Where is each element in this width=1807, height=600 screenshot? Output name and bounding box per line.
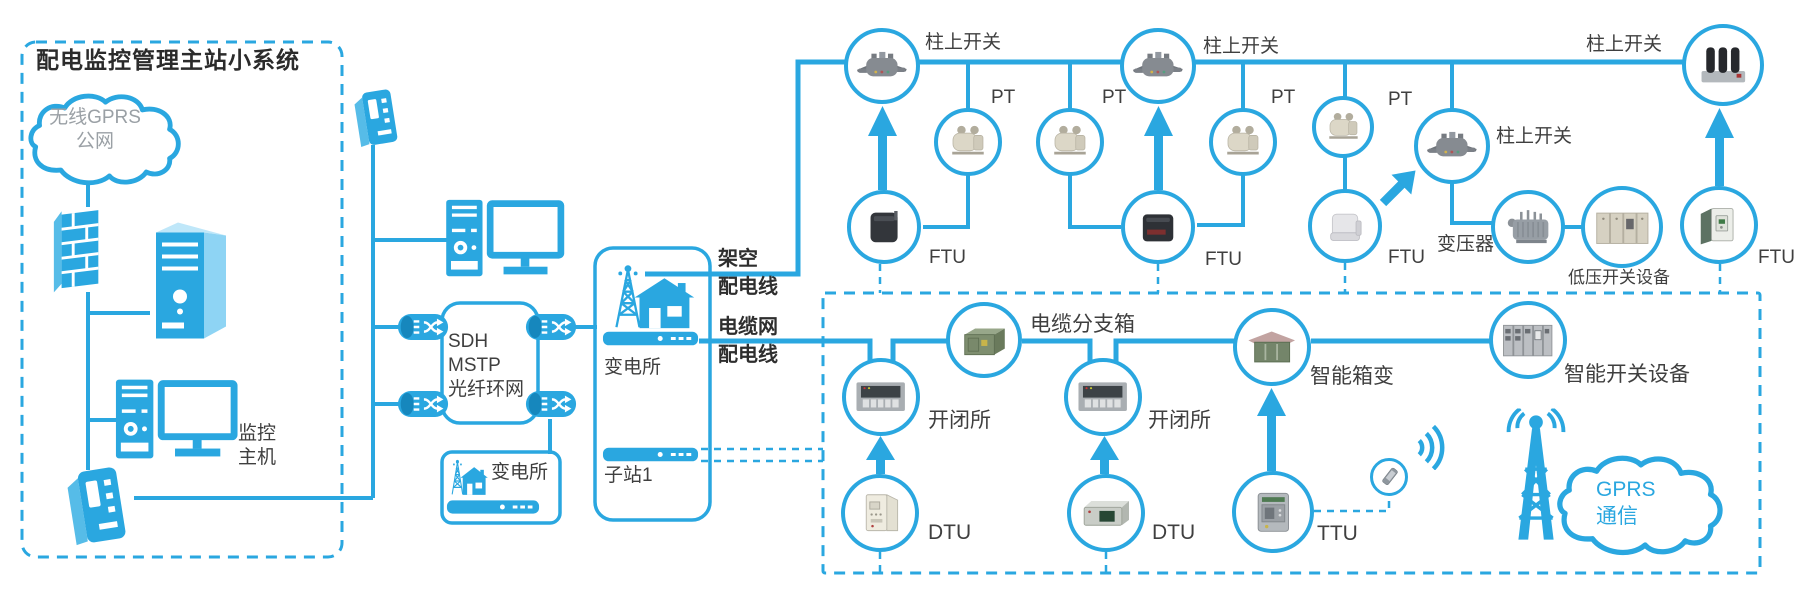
cable-feeder-label: 电缆网 配电线 xyxy=(718,316,778,366)
pole-switch-icon xyxy=(1424,118,1480,174)
comm-gateway-icon xyxy=(348,84,406,152)
pole-switch-3-node xyxy=(1414,108,1490,184)
cable-network-dashed-box xyxy=(821,291,1762,575)
ftu-icon xyxy=(1318,199,1372,253)
pole-switch-1-label: 柱上开关 xyxy=(925,32,1002,53)
transformer-node xyxy=(1491,190,1565,264)
pole-switch-icon xyxy=(854,38,910,94)
mobile-phone-node xyxy=(1370,458,1408,496)
dtu-1-node xyxy=(841,474,919,552)
gprs-antenna-icon xyxy=(1492,408,1580,546)
wifi-arcs-icon xyxy=(1404,414,1460,470)
monitor-host-label: 监控 主机 xyxy=(238,423,277,468)
substation-sub-label: 子站1 xyxy=(604,465,653,486)
fiber-switch-icon xyxy=(397,389,449,419)
main-station-dashed-box xyxy=(20,40,344,559)
substation-main-rack-icon xyxy=(602,329,699,348)
ftu-icon xyxy=(857,200,911,254)
dtu-icon xyxy=(1077,484,1134,541)
lv-switchgear-label: 低压开关设备 xyxy=(1568,268,1670,287)
cable-branch-box-node xyxy=(946,302,1022,378)
ftu-icon xyxy=(1131,200,1185,254)
mobile-phone-icon xyxy=(1376,464,1402,490)
page-title: 配电监控管理主站小系统 xyxy=(36,47,300,73)
dtu-2-label: DTU xyxy=(1152,521,1196,544)
smart-box-transformer-label: 智能箱变 xyxy=(1310,365,1394,388)
transformer-label: 变压器 xyxy=(1437,234,1495,255)
smart-switchgear-node xyxy=(1489,301,1567,379)
pt-2-label: PT xyxy=(1102,87,1127,108)
pt-4-node xyxy=(1312,96,1374,158)
ttu-label: TTU xyxy=(1317,522,1358,545)
ftu-4-label: FTU xyxy=(1758,247,1795,268)
cable-branch-box-icon xyxy=(956,312,1012,368)
fiber-ring-box xyxy=(440,301,540,425)
dtu-icon xyxy=(851,484,908,541)
wireless-gprs-cloud-label: 无线GPRS 公网 xyxy=(49,107,141,152)
pt-icon xyxy=(943,117,992,166)
switch-station-2-node xyxy=(1064,358,1142,436)
ftu-2-node xyxy=(1121,190,1195,264)
pt-1-node xyxy=(934,108,1002,176)
pole-switch-1-node xyxy=(844,28,920,104)
substation-small-rack-icon xyxy=(446,498,540,516)
pt-3-label: PT xyxy=(1271,87,1296,108)
ftu-1-node xyxy=(847,190,921,264)
flow-arrows xyxy=(866,106,1734,474)
ttu-node xyxy=(1232,471,1314,553)
pt-icon xyxy=(1218,117,1267,166)
server-icon xyxy=(146,218,236,344)
ftu-4-node xyxy=(1680,186,1758,264)
ttu-icon xyxy=(1243,482,1304,543)
pole-switch-icon xyxy=(1130,38,1186,94)
pole-switch-2-node xyxy=(1120,28,1196,104)
smart-switchgear-label: 智能开关设备 xyxy=(1564,363,1690,386)
pt-3-node xyxy=(1209,108,1277,176)
ftu-3-label: FTU xyxy=(1388,247,1425,268)
pt-4-label: PT xyxy=(1388,89,1413,110)
pt-icon xyxy=(1045,117,1094,166)
smart-box-transformer-node xyxy=(1233,308,1311,386)
pt-2-node xyxy=(1036,108,1104,176)
firewall-icon xyxy=(50,198,108,296)
pt-1-label: PT xyxy=(991,87,1016,108)
pt-icon xyxy=(1321,105,1365,149)
fiber-switch-icon xyxy=(397,312,449,342)
pole-switch-3-label: 柱上开关 xyxy=(1496,126,1573,147)
workstation-icon xyxy=(441,196,568,282)
switch-station-icon xyxy=(852,368,909,425)
pole-switch-2-label: 柱上开关 xyxy=(1203,36,1280,57)
pole-switch-4-label: 柱上开关 xyxy=(1586,34,1663,55)
fiber-switch-icon xyxy=(525,389,577,419)
substation-main-label: 变电所 xyxy=(604,357,662,378)
ftu-3-node xyxy=(1308,189,1382,263)
lv-switchgear-icon xyxy=(1592,197,1653,258)
front-end-router-icon xyxy=(58,460,138,552)
dtu-2-node xyxy=(1067,474,1145,552)
smart-switchgear-icon xyxy=(1499,311,1556,368)
gprs-comm-label: GPRS 通信 xyxy=(1596,478,1656,529)
substation-small-label: 变电所 xyxy=(491,462,549,483)
ftu-1-label: FTU xyxy=(929,247,966,268)
lv-switchgear-node xyxy=(1581,186,1663,268)
dtu-1-label: DTU xyxy=(928,521,972,544)
switch-station-1-node xyxy=(842,358,920,436)
overhead-feeder-label: 架空 配电线 xyxy=(718,248,778,298)
ftu-2-label: FTU xyxy=(1205,249,1242,270)
transformer-icon xyxy=(1501,200,1555,254)
substation-main-icon xyxy=(601,260,701,332)
cable-branch-box-label: 电缆分支箱 xyxy=(1030,313,1135,336)
switch-station-2-label: 开闭所 xyxy=(1148,409,1211,432)
substation-sub-rack-icon xyxy=(602,445,699,464)
ftu-icon xyxy=(1690,196,1747,253)
monitor-host-icon xyxy=(112,374,240,466)
fiber-switch-icon xyxy=(525,312,577,342)
fiber-ring-label: SDH MSTP 光纤环网 xyxy=(448,331,525,400)
switch-station-icon xyxy=(1074,368,1131,425)
breaker-icon xyxy=(1693,35,1754,96)
smart-box-transformer-icon xyxy=(1243,318,1300,375)
substation-small-icon xyxy=(446,457,490,497)
pole-switch-4-node xyxy=(1682,24,1764,106)
switch-station-1-label: 开闭所 xyxy=(928,409,991,432)
